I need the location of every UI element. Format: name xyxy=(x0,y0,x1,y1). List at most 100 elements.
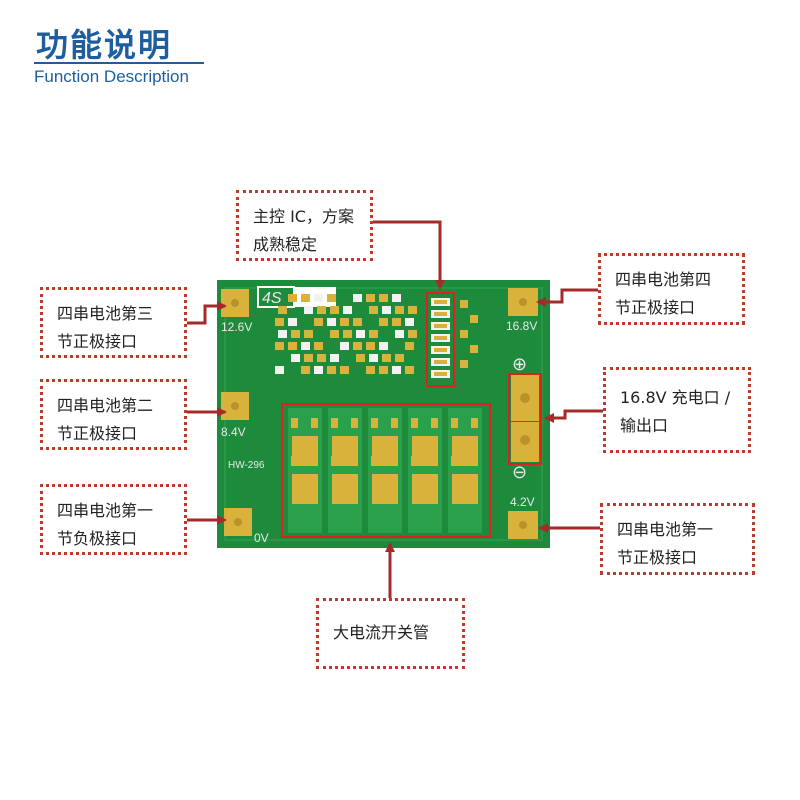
callout-main-ic: 主控 IC，方案 成熟稳定 xyxy=(236,190,373,261)
mosfet-pad xyxy=(452,474,478,504)
smd-part xyxy=(304,330,313,338)
smd-part xyxy=(340,318,349,326)
smd-part xyxy=(317,354,326,362)
callout-mosfet: 大电流开关管 xyxy=(316,598,465,669)
smd-part xyxy=(470,315,478,323)
smd-part xyxy=(379,342,388,350)
mosfet-column xyxy=(288,408,322,533)
smd-part xyxy=(278,330,287,338)
mosfet-lead xyxy=(371,418,378,428)
callout-cell1-positive: 四串电池第一 节正极接口 xyxy=(600,503,755,575)
smd-part xyxy=(301,342,310,350)
smd-part xyxy=(353,318,362,326)
mosfet-column xyxy=(448,408,482,533)
pad-label-12v6: 12.6V xyxy=(221,320,252,334)
smd-part xyxy=(340,366,349,374)
mosfet-lead xyxy=(291,418,298,428)
callout-line: 16.8V 充电口 / xyxy=(620,388,731,407)
callout-line: 输出口 xyxy=(620,416,669,435)
smd-part xyxy=(314,342,323,350)
title-underline xyxy=(34,62,204,64)
smd-part xyxy=(379,294,388,302)
part-number: HW-296 xyxy=(228,460,265,471)
callout-line: 四串电池第四 xyxy=(615,270,712,289)
mosfet-lead xyxy=(391,418,398,428)
smd-part xyxy=(301,366,310,374)
mosfet-lead xyxy=(411,456,418,466)
smd-part xyxy=(340,342,349,350)
smd-part xyxy=(356,330,365,338)
mosfet-lead xyxy=(411,418,418,428)
smd-part xyxy=(405,318,414,326)
smd-part xyxy=(395,354,404,362)
mosfet-pad xyxy=(412,474,438,504)
smd-part xyxy=(366,366,375,374)
pad-label-0v: 0V xyxy=(254,531,269,545)
callout-line: 主控 IC，方案 xyxy=(253,207,354,226)
mosfet-lead xyxy=(471,456,478,466)
pad-label-8v4: 8.4V xyxy=(221,425,246,439)
mosfet-lead xyxy=(431,418,438,428)
ic-lead xyxy=(434,300,447,304)
smd-part xyxy=(392,318,401,326)
smd-part xyxy=(408,330,417,338)
charge-port-highlight-box xyxy=(508,373,542,465)
mosfet-column xyxy=(368,408,402,533)
callout-line: 节正极接口 xyxy=(615,298,696,317)
callout-line: 成熟稳定 xyxy=(253,235,318,254)
smd-part xyxy=(317,306,326,314)
ic-lead xyxy=(434,324,447,328)
callout-line: 大电流开关管 xyxy=(333,623,430,642)
smd-part xyxy=(366,342,375,350)
smd-part xyxy=(330,306,339,314)
mosfet-lead xyxy=(351,456,358,466)
smd-part xyxy=(301,294,310,302)
pad-label-4v2: 4.2V xyxy=(510,495,535,509)
mosfet-lead xyxy=(351,418,358,428)
mosfet-lead xyxy=(331,418,338,428)
smd-part xyxy=(275,318,284,326)
smd-part xyxy=(460,300,468,308)
smd-part xyxy=(275,366,284,374)
smd-part xyxy=(392,294,401,302)
callout-line: 四串电池第一 xyxy=(617,520,714,539)
mosfet-lead xyxy=(451,418,458,428)
smd-part xyxy=(395,306,404,314)
callout-cell1-negative: 四串电池第一 节负极接口 xyxy=(40,484,187,555)
ic-lead xyxy=(434,336,447,340)
smd-part xyxy=(291,330,300,338)
smd-part xyxy=(353,342,362,350)
page-title: 功能说明 xyxy=(36,26,173,64)
callout-cell2-positive: 四串电池第二 节正极接口 xyxy=(40,379,187,450)
ic-lead xyxy=(434,312,447,316)
smd-component-field xyxy=(275,294,478,378)
smd-part xyxy=(369,306,378,314)
callout-line: 四串电池第二 xyxy=(57,396,154,415)
mosfet-pad xyxy=(292,474,318,504)
callout-line: 四串电池第一 xyxy=(57,501,154,520)
smd-part xyxy=(327,366,336,374)
mosfet-array xyxy=(288,408,482,533)
mosfet-lead xyxy=(331,456,338,466)
smd-part xyxy=(395,330,404,338)
smd-part xyxy=(392,366,401,374)
page-subtitle: Function Description xyxy=(34,67,189,86)
smd-part xyxy=(382,354,391,362)
smd-part xyxy=(343,330,352,338)
smd-part xyxy=(470,345,478,353)
smd-part xyxy=(291,354,300,362)
model-label: 4S xyxy=(262,290,282,307)
mosfet-pad xyxy=(332,474,358,504)
smd-part xyxy=(366,294,375,302)
mosfet-lead xyxy=(371,456,378,466)
smd-part xyxy=(304,306,313,314)
smd-part xyxy=(327,294,336,302)
mosfet-lead xyxy=(311,456,318,466)
smd-part xyxy=(356,354,365,362)
callout-line: 节正极接口 xyxy=(617,548,698,567)
smd-part xyxy=(278,306,287,314)
callout-line: 四串电池第三 xyxy=(57,304,154,323)
smd-part xyxy=(405,366,414,374)
callout-charge-port: 16.8V 充电口 / 输出口 xyxy=(603,367,751,453)
smd-part xyxy=(382,306,391,314)
